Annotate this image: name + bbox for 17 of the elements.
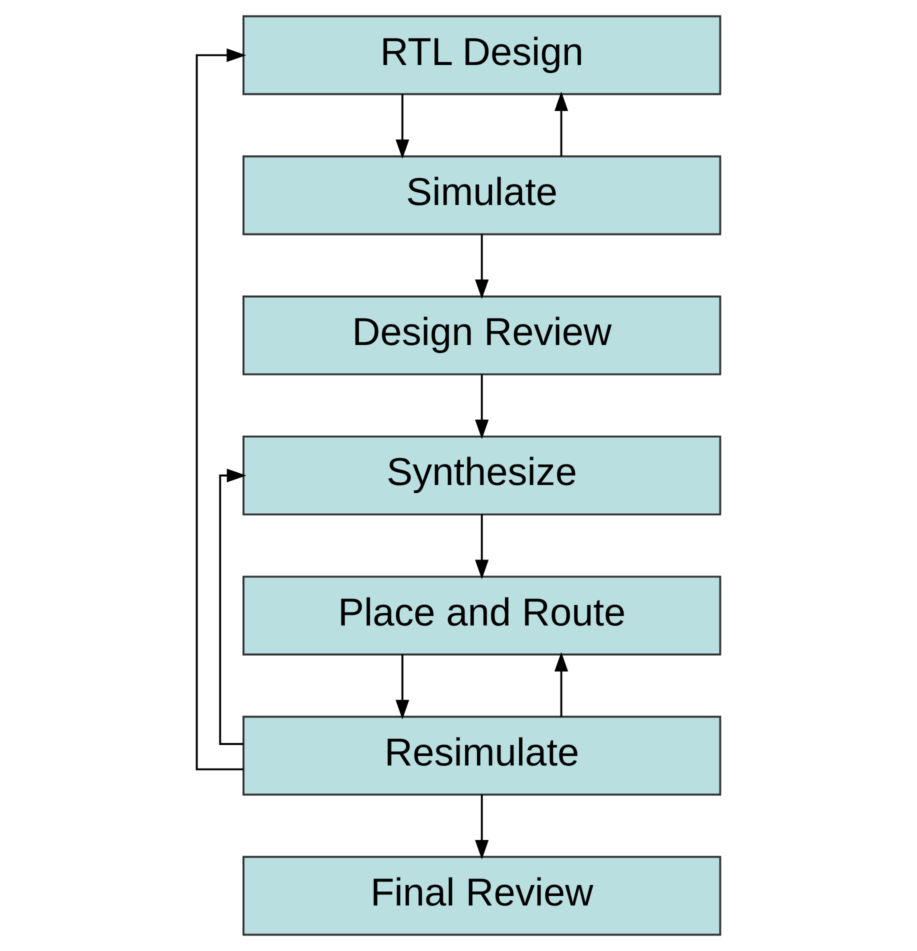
- node-box: Final Review: [242, 856, 722, 936]
- node-box: Design Review: [242, 296, 722, 376]
- node-box: Simulate: [242, 155, 722, 236]
- arrow: [219, 468, 246, 745]
- arrow: [396, 654, 410, 720]
- node-box: Resimulate: [242, 716, 722, 796]
- arrow: [554, 652, 568, 717]
- node-box: RTL Design: [242, 15, 722, 96]
- arrow: [475, 374, 489, 440]
- arrow: [475, 514, 489, 580]
- arrow: [475, 794, 489, 860]
- node-box: Synthesize: [242, 436, 722, 516]
- node-box: Place and Route: [242, 576, 722, 656]
- arrow: [475, 234, 489, 300]
- arrow: [196, 48, 246, 770]
- arrow: [554, 92, 568, 156]
- arrow: [396, 94, 410, 159]
